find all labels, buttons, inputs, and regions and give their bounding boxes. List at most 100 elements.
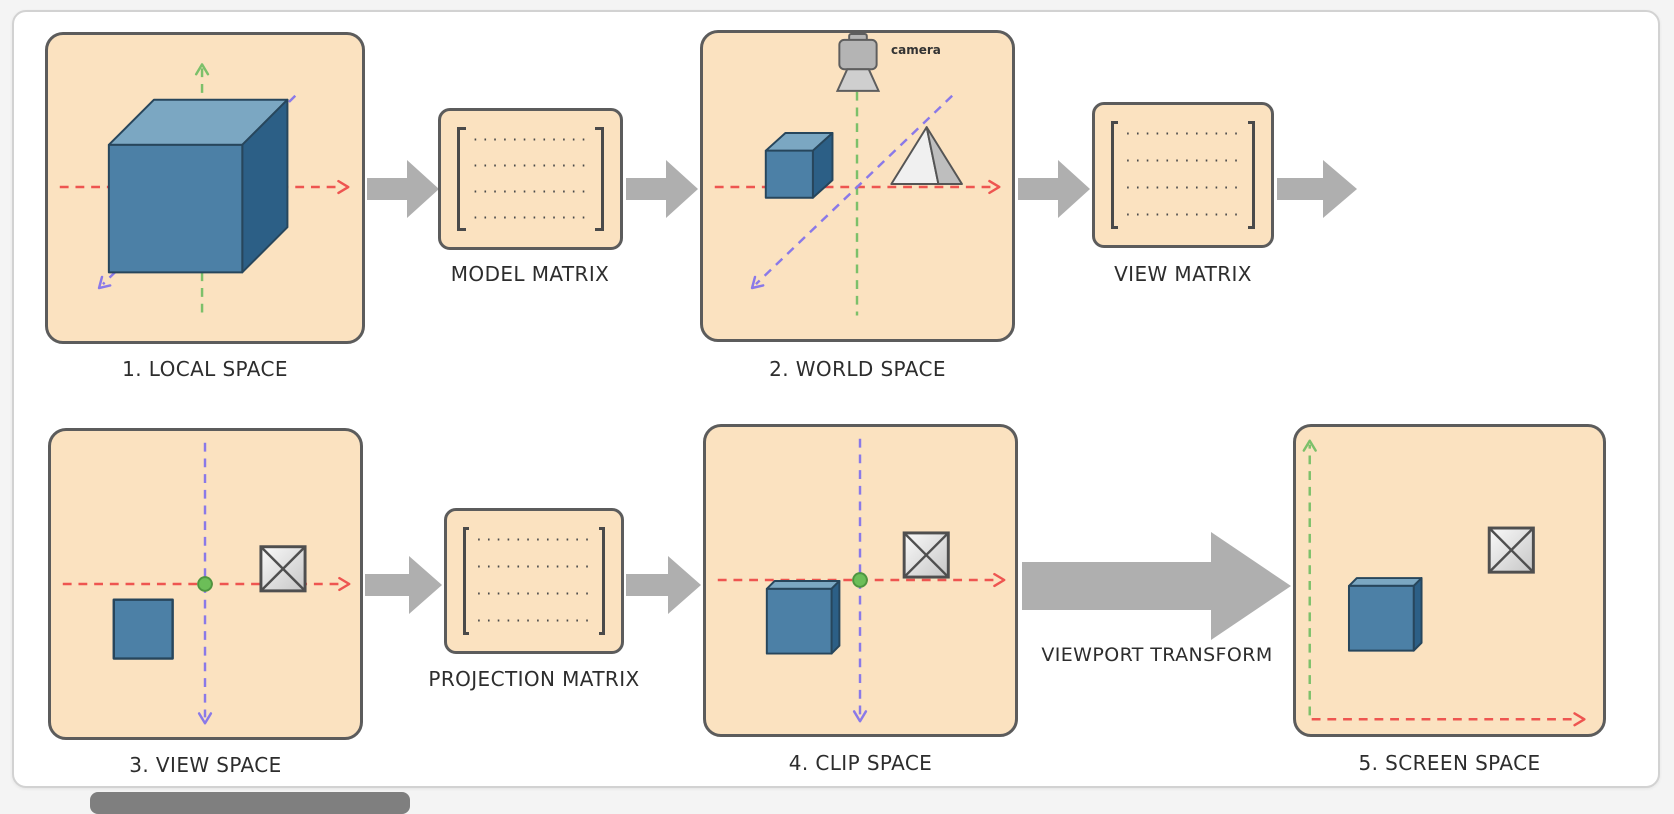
matrix-cell: ··· (559, 158, 590, 174)
matrix-bracket-right (1247, 121, 1255, 229)
viewport-transform-label: VIEWPORT TRANSFORM (1041, 644, 1273, 666)
viewport-transform-arrow (1022, 532, 1291, 640)
matrix-cell: ··· (563, 533, 593, 548)
culled-box-icon (1487, 526, 1535, 574)
matrix-cell: ··· (1124, 208, 1154, 223)
matrix-cell: ··· (534, 533, 564, 548)
matrix-cell: ··· (559, 132, 590, 148)
matrix-cell: ··· (504, 614, 534, 629)
matrix-cell: ··· (1153, 127, 1183, 142)
y-axis-icon (852, 438, 868, 723)
clip-space-label: 4. CLIP SPACE (788, 751, 933, 775)
matrix-grid: ········································… (475, 527, 593, 635)
y-axis-icon (1302, 439, 1317, 716)
camera-label: camera (891, 43, 941, 57)
matrix-cell: ··· (1212, 127, 1242, 142)
view-space-scene (62, 442, 351, 725)
matrix-cell: ··· (534, 560, 564, 575)
matrix-cell: ··· (471, 210, 502, 226)
view-space-label: 3. VIEW SPACE (129, 753, 282, 777)
view-space-panel (48, 428, 363, 740)
matrix-cell: ··· (504, 587, 534, 602)
flow-arrow-4 (1277, 160, 1357, 218)
camera-icon (835, 33, 881, 92)
view-matrix-panel: ········································… (1092, 102, 1274, 248)
world-space-label: 2. WORLD SPACE (769, 357, 946, 381)
view-matrix-label: VIEW MATRIX (1114, 262, 1252, 286)
origin-dot (852, 572, 868, 588)
matrix-bracket-right (595, 127, 604, 231)
matrix-cell: ··· (475, 587, 505, 602)
cube-icon (764, 132, 834, 199)
matrix-cell: ··· (1212, 154, 1242, 169)
matrix-cell: ··· (501, 158, 531, 174)
matrix-cell: ··· (559, 210, 590, 226)
culled-box-icon (902, 531, 950, 579)
x-axis-icon (1311, 712, 1586, 727)
matrix-cell: ··· (530, 158, 560, 174)
cube-icon (107, 98, 289, 274)
y-axis-icon (197, 442, 213, 725)
matrix-cell: ··· (530, 132, 560, 148)
matrix-bracket-left (457, 127, 466, 231)
x-axis-icon (717, 572, 1006, 588)
matrix-cell: ··· (1124, 127, 1154, 142)
matrix-cell: ··· (475, 560, 505, 575)
matrix-cell: ··· (1153, 208, 1183, 223)
model-matrix-panel: ········································… (438, 108, 623, 250)
matrix-cell: ··· (563, 614, 593, 629)
projection-matrix-panel: ········································… (444, 508, 624, 654)
flow-arrow-1 (367, 160, 439, 218)
pyramid-icon (890, 126, 963, 186)
clip-space-scene (717, 438, 1006, 723)
matrix-cell: ··· (475, 614, 505, 629)
culled-box-icon (259, 545, 307, 593)
projection-matrix-label: PROJECTION MATRIX (428, 667, 640, 691)
matrix-cell: ··· (1124, 181, 1154, 196)
clip-space-panel (703, 424, 1018, 737)
matrix-cell: ··· (1183, 181, 1213, 196)
matrix-bracket-left (463, 527, 470, 635)
matrix-cell: ··· (1153, 181, 1183, 196)
screen-space-scene (1302, 439, 1586, 727)
matrix-cell: ··· (501, 184, 531, 200)
local-space-scene (59, 63, 350, 320)
local-space-label: 1. LOCAL SPACE (122, 357, 288, 381)
flow-arrow-6 (626, 556, 701, 614)
matrix-cell: ··· (534, 587, 564, 602)
screen-space-label: 5. SCREEN SPACE (1358, 751, 1541, 775)
matrix-cell: ··· (563, 560, 593, 575)
matrix-cell: ··· (475, 533, 505, 548)
matrix-cell: ··· (504, 560, 534, 575)
cube-icon (765, 580, 841, 655)
matrix-cell: ··· (1183, 154, 1213, 169)
matrix-grid: ········································… (472, 127, 590, 231)
matrix-cell: ··· (1212, 208, 1242, 223)
origin-dot (197, 576, 213, 592)
flow-arrow-2 (626, 160, 698, 218)
z-axis-icon (750, 94, 954, 290)
matrix-cell: ··· (501, 132, 531, 148)
matrix-cell: ··· (1124, 154, 1154, 169)
matrix-cell: ··· (1183, 127, 1213, 142)
matrix-cell: ··· (1212, 181, 1242, 196)
matrix-cell: ··· (530, 184, 560, 200)
flow-arrow-3 (1018, 160, 1090, 218)
matrix-cell: ··· (501, 210, 531, 226)
cube-icon (1347, 577, 1423, 652)
model-matrix-label: MODEL MATRIX (450, 262, 610, 286)
flow-arrow-5 (365, 556, 442, 614)
matrix-bracket-left (1111, 121, 1119, 229)
matrix-cell: ··· (504, 533, 534, 548)
matrix-grid: ········································… (1124, 121, 1242, 229)
matrix-cell: ··· (563, 587, 593, 602)
square-icon (112, 598, 174, 660)
x-axis-icon (714, 179, 1001, 195)
x-axis-icon (59, 179, 350, 195)
matrix-cell: ··· (471, 158, 502, 174)
matrix-cell: ··· (534, 614, 564, 629)
matrix-cell: ··· (471, 184, 502, 200)
matrix-cell: ··· (471, 132, 502, 148)
world-space-scene (714, 33, 1001, 316)
screen-space-panel (1293, 424, 1606, 737)
